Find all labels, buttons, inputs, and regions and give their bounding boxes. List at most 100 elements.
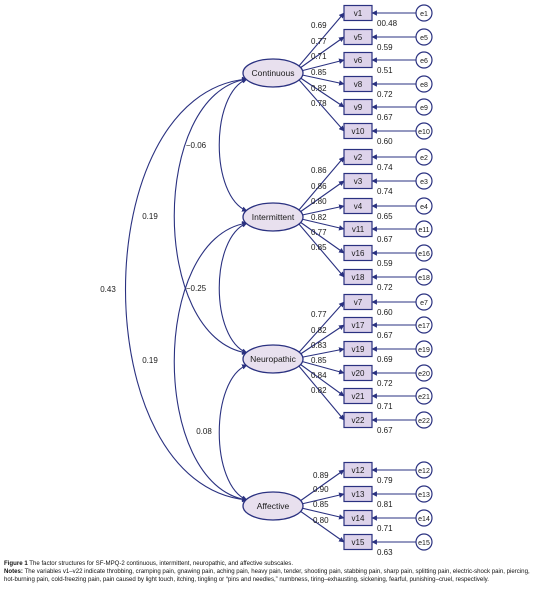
r-squared-label: 0.63: [377, 548, 393, 557]
r-squared-label: 0.51: [377, 66, 393, 75]
factor-covariances: [125, 76, 248, 503]
caption-title-line: Figure 1 The factor structures for SF-MP…: [4, 560, 533, 568]
loading-label: 0.83: [311, 341, 327, 350]
variable-label: v12: [352, 466, 365, 475]
variable-label: v13: [352, 490, 365, 499]
loading-path: [292, 36, 345, 74]
error-circle-e6: [415, 51, 433, 69]
error-label: e1: [420, 11, 428, 18]
loading-label: 0.77: [311, 37, 327, 46]
error-circle-e22: [415, 411, 433, 429]
error-label: e8: [420, 82, 428, 89]
error-terms: e1e5e6e8e9e10e2e3e4e11e16e18e7e17e19e20e…: [371, 4, 433, 551]
error-label: e22: [418, 418, 430, 425]
loading-path: [292, 216, 345, 254]
variable-label: v6: [354, 56, 363, 65]
error-label: e16: [418, 251, 430, 258]
variable-label: v19: [352, 345, 365, 354]
r-squared-label: 0.65: [377, 212, 393, 221]
loading-label: 0.85: [311, 243, 327, 252]
loading-label: 0.85: [311, 68, 327, 77]
loading-path: [292, 469, 345, 507]
correlation-label: 0.19: [142, 212, 158, 221]
factor-label-continuous: Continuous: [251, 68, 294, 78]
correlation-label: −0.25: [186, 284, 207, 293]
error-label: e19: [418, 347, 430, 354]
error-label: e15: [418, 540, 430, 547]
error-label: e3: [420, 179, 428, 186]
error-circle-e21: [415, 387, 433, 405]
error-label: e12: [418, 468, 430, 475]
loading-label: 0.85: [313, 500, 329, 509]
loading-path: [292, 358, 345, 421]
error-label: e13: [418, 492, 430, 499]
variable-label: v22: [352, 416, 365, 425]
variable-label: v3: [354, 177, 363, 186]
error-circle-e2: [415, 148, 433, 166]
variable-label: v8: [354, 80, 363, 89]
loading-path: [292, 180, 345, 218]
r-squared-label: 0.74: [377, 187, 393, 196]
correlation-label: 0.43: [100, 285, 116, 294]
error-label: e10: [418, 129, 430, 136]
error-circle-e3: [415, 172, 433, 190]
error-label: e2: [420, 155, 428, 162]
error-circle-e15: [415, 533, 433, 551]
variable-label: v10: [352, 127, 365, 136]
coefficient-labels: −0.06−0.250.080.190.190.4300.480.690.590…: [100, 19, 397, 557]
r-squared-label: 0.69: [377, 355, 393, 364]
loading-label: 0.78: [311, 99, 327, 108]
factor-label-intermittent: Intermittent: [252, 212, 295, 222]
covariance-arc: [125, 76, 248, 503]
correlation-label: 0.19: [142, 356, 158, 365]
r-squared-label: 0.72: [377, 90, 393, 99]
loading-label: 0.77: [311, 310, 327, 319]
loading-path: [292, 324, 345, 360]
loading-label: 0.82: [311, 386, 327, 395]
error-circle-e20: [415, 364, 433, 382]
latent-factors: ContinuousIntermittentNeuropathicAffecti…: [242, 58, 304, 521]
variable-label: v9: [354, 103, 363, 112]
loading-path: [292, 216, 345, 278]
error-circle-e11: [415, 220, 433, 238]
error-circle-e16: [415, 244, 433, 262]
factor-label-neuropathic: Neuropathic: [250, 354, 297, 364]
error-circle-e17: [415, 316, 433, 334]
r-squared-label: 0.67: [377, 235, 393, 244]
loading-label: 0.86: [311, 166, 327, 175]
loading-label: 0.86: [311, 182, 327, 191]
covariance-arc: [218, 78, 248, 212]
covariance-arc: [173, 221, 248, 502]
loading-label: 0.71: [311, 52, 327, 61]
r-squared-label: 0.72: [377, 283, 393, 292]
error-circle-e9: [415, 98, 433, 116]
r-squared-label: 00.48: [377, 19, 398, 28]
error-circle-e1: [415, 4, 433, 22]
figure-caption: Figure 1 The factor structures for SF-MP…: [4, 560, 533, 585]
error-circle-e13: [415, 485, 433, 503]
loading-path: [292, 358, 345, 397]
factor-ellipse-neuropathic: [242, 344, 304, 374]
variable-label: v11: [352, 225, 365, 234]
loading-paths: [292, 12, 345, 543]
covariance-arc: [173, 77, 248, 355]
error-circle-e8: [415, 75, 433, 93]
error-circle-e12: [415, 461, 433, 479]
variable-label: v20: [352, 369, 365, 378]
loading-label: 0.82: [311, 213, 327, 222]
variable-label: v2: [354, 153, 363, 162]
error-label: e17: [418, 323, 430, 330]
variable-label: v14: [352, 514, 365, 523]
loading-label: 0.85: [311, 356, 327, 365]
r-squared-label: 0.59: [377, 43, 393, 52]
loading-label: 0.82: [311, 326, 327, 335]
observed-variables: v1v5v6v8v9v10v2v3v4v11v16v18v7v17v19v20v…: [343, 4, 373, 551]
error-circle-e10: [415, 122, 433, 140]
loading-path: [292, 156, 345, 218]
r-squared-label: 0.67: [377, 113, 393, 122]
r-squared-label: 0.60: [377, 137, 393, 146]
variable-label: v21: [352, 392, 365, 401]
r-squared-label: 0.59: [377, 259, 393, 268]
loading-label: 0.90: [313, 485, 329, 494]
factor-label-affective: Affective: [257, 501, 290, 511]
